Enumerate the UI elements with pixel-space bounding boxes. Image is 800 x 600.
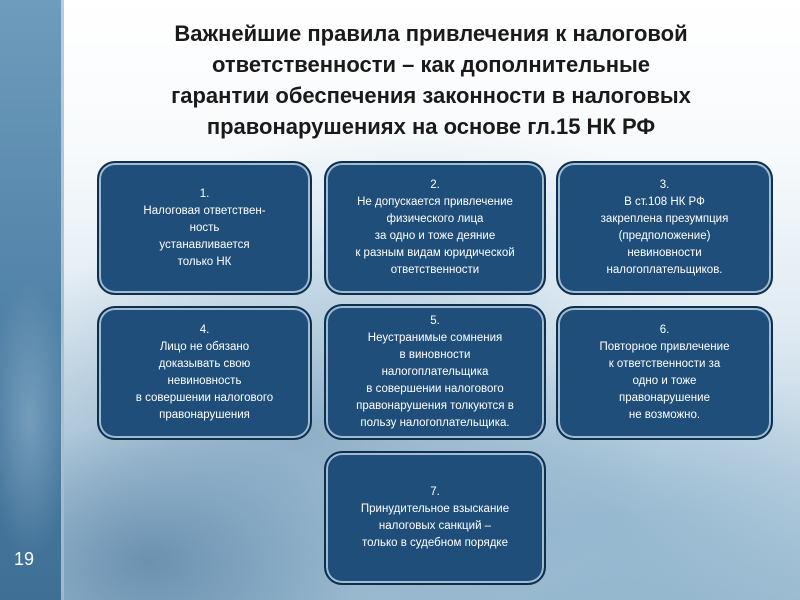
rule-text: Лицо не обязано доказывать свою невиновн… [135, 341, 274, 421]
rule-card-2: 2. Не допускается привлечение физическог… [324, 161, 546, 295]
rule-card-5: 5. Неустранимые сомнения в виновности на… [324, 304, 546, 440]
rule-card-3: 3. В ст.108 НК РФ закреплена презумпция … [556, 161, 773, 295]
rule-number: 5. [430, 314, 440, 327]
rule-number: 3. [659, 179, 670, 191]
rule-text: В ст.108 НК РФ закреплена презумпция (пр… [600, 196, 729, 276]
rule-text: Принудительное взыскание налоговых санкц… [360, 503, 510, 549]
rule-number: 2. [430, 179, 440, 191]
rule-text: Не допускается привлечение физического л… [355, 196, 515, 276]
side-decoration-band [0, 0, 64, 600]
rule-number: 7. [430, 486, 440, 498]
rule-card-6: 6. Повторное привлечение к ответственнос… [556, 306, 773, 440]
rule-number: 1. [199, 187, 210, 200]
rule-text: Повторное привлечение к ответственности … [599, 341, 730, 421]
rule-number: 6. [659, 324, 670, 336]
rule-text: Налоговая ответствен- ность устанавливае… [143, 204, 266, 268]
rule-card-7: 7. Принудительное взыскание налоговых са… [324, 451, 546, 585]
rule-text: Неустранимые сомнения в виновности налог… [356, 331, 514, 429]
rule-card-4: 4. Лицо не обязано доказывать свою невин… [97, 306, 312, 440]
rule-card-1: 1. Налоговая ответствен- ность устанавли… [97, 161, 312, 295]
slide-title: Важнейшие правила привлечения к налогово… [171, 21, 691, 139]
rule-number: 4. [199, 324, 210, 336]
slide-number: 19 [14, 549, 35, 569]
